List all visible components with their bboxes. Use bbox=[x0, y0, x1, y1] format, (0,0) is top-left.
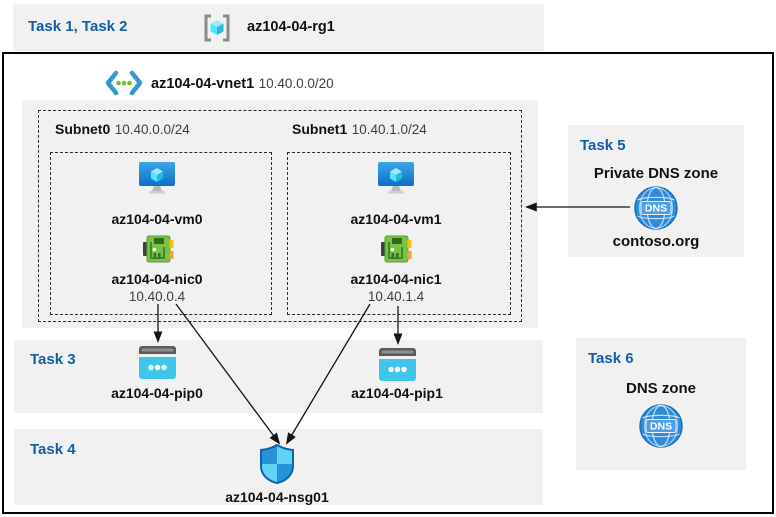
task4-label: Task 4 bbox=[30, 441, 76, 458]
private-dns-zone-title: Private DNS zone bbox=[593, 165, 719, 182]
subnet1-name: Subnet1 bbox=[292, 121, 348, 137]
task5-box: Task 5 Private DNS zone DNS contoso.org bbox=[568, 125, 744, 257]
task1-2-label: Task 1, Task 2 bbox=[28, 18, 128, 35]
subnet0-name: Subnet0 bbox=[55, 121, 111, 137]
dns-zone-icon: DNS bbox=[639, 404, 683, 448]
nsg-name: az104-04-nsg01 bbox=[225, 489, 329, 505]
pip0-name: az104-04-pip0 bbox=[111, 385, 203, 401]
dns-zone-icon-text: DNS bbox=[650, 421, 672, 433]
vnet-title: az104-04-vnet1 10.40.0.0/20 bbox=[151, 75, 334, 93]
task6-label: Task 6 bbox=[588, 350, 634, 367]
task5-label: Task 5 bbox=[580, 137, 626, 154]
nic1-name: az104-04-nic1 bbox=[350, 271, 442, 287]
nic0-icon bbox=[143, 235, 174, 263]
nic0-name: az104-04-nic0 bbox=[111, 271, 203, 287]
vm1-icon bbox=[378, 162, 414, 194]
task6-box: Task 6 DNS zone DNS bbox=[576, 338, 746, 470]
vm0-icon bbox=[139, 162, 175, 194]
private-dns-zone-name: contoso.org bbox=[612, 233, 700, 250]
pip0-icon bbox=[139, 346, 176, 379]
subnets-container bbox=[38, 110, 522, 322]
subnet0-box bbox=[50, 152, 272, 315]
vnet-name: az104-04-vnet1 bbox=[151, 76, 255, 92]
subnet1-box bbox=[287, 152, 511, 315]
nic0-ip: 10.40.0.4 bbox=[128, 289, 186, 304]
nsg-icon bbox=[260, 444, 294, 484]
task3-label: Task 3 bbox=[30, 351, 76, 368]
vm1-name: az104-04-vm1 bbox=[350, 211, 442, 227]
resource-group-name: az104-04-rg1 bbox=[247, 19, 335, 35]
task3-band bbox=[14, 340, 543, 413]
resource-group-band: Task 1, Task 2 az104-04-rg1 bbox=[13, 4, 544, 51]
pip1-name: az104-04-pip1 bbox=[351, 385, 443, 401]
pip1-icon bbox=[379, 348, 416, 381]
virtual-network-icon bbox=[105, 70, 143, 96]
subnet1-title: Subnet1 10.40.1.0/24 bbox=[292, 121, 427, 139]
private-dns-icon-text: DNS bbox=[645, 203, 667, 215]
subnet0-title: Subnet0 10.40.0.0/24 bbox=[55, 121, 190, 139]
subnet1-cidr: 10.40.1.0/24 bbox=[351, 122, 427, 137]
subnet0-cidr: 10.40.0.0/24 bbox=[114, 122, 190, 137]
nic1-ip: 10.40.1.4 bbox=[367, 289, 425, 304]
nic1-icon bbox=[381, 235, 412, 263]
resource-group-icon bbox=[204, 14, 230, 42]
dns-zone-title: DNS zone bbox=[625, 380, 696, 397]
vm0-name: az104-04-vm0 bbox=[111, 211, 203, 227]
vnet-address-area bbox=[22, 100, 538, 328]
diagram-frame bbox=[2, 52, 774, 514]
private-dns-icon: DNS bbox=[634, 186, 678, 230]
vnet-cidr: 10.40.0.0/20 bbox=[258, 76, 334, 91]
